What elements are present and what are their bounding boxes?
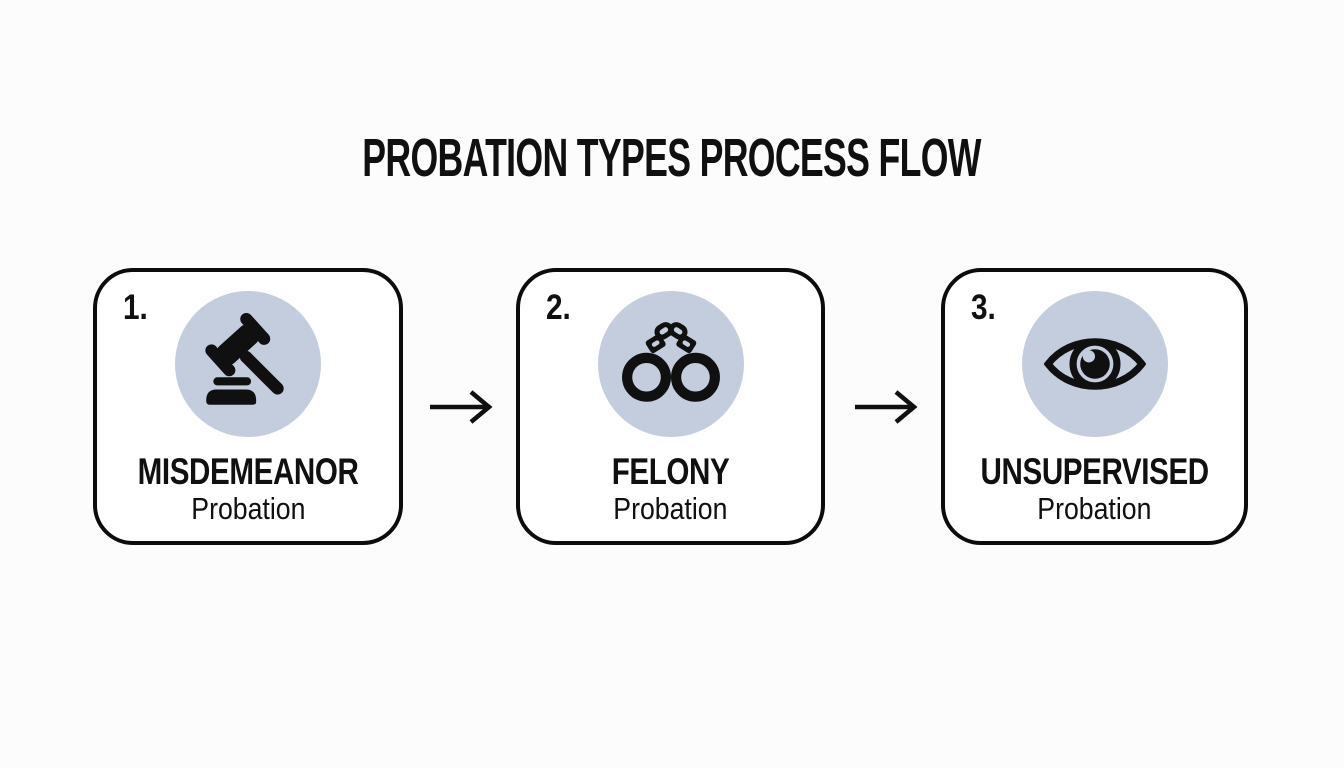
diagram-title-text: PROBATION TYPES PROCESS FLOW: [362, 128, 982, 188]
step-number: 1.: [123, 288, 148, 327]
flow-connector: [852, 385, 922, 429]
arrow-right-icon: [855, 390, 918, 424]
icon-circle: [175, 291, 321, 437]
step-title: FELONY: [611, 451, 730, 492]
step-number: 2.: [546, 288, 571, 327]
step-subtitle: Probation: [190, 491, 306, 526]
arrow-right-icon: [430, 390, 493, 424]
flow-connector: [427, 385, 497, 429]
handcuffs-icon: [621, 322, 720, 402]
step-card-unsupervised: 3. UNSUPERVISED Probation: [941, 268, 1248, 545]
step-title: UNSUPERVISED: [980, 451, 1209, 492]
gavel-icon: [205, 313, 284, 405]
step-subtitle: Probation: [1037, 491, 1152, 526]
eye-icon: [1043, 338, 1146, 390]
step-subtitle: Probation: [613, 491, 728, 526]
icon-circle: [597, 291, 744, 437]
step-card-misdemeanor: 1. MISDEMEANOR Probation: [93, 268, 403, 545]
step-card-felony: 2. FELONY Probation: [516, 268, 825, 545]
icon-circle: [1021, 291, 1168, 437]
step-number: 3.: [971, 288, 996, 327]
diagram-title: PROBATION TYPES PROCESS FLOW: [0, 131, 1344, 185]
step-title: MISDEMEANOR: [137, 451, 359, 492]
